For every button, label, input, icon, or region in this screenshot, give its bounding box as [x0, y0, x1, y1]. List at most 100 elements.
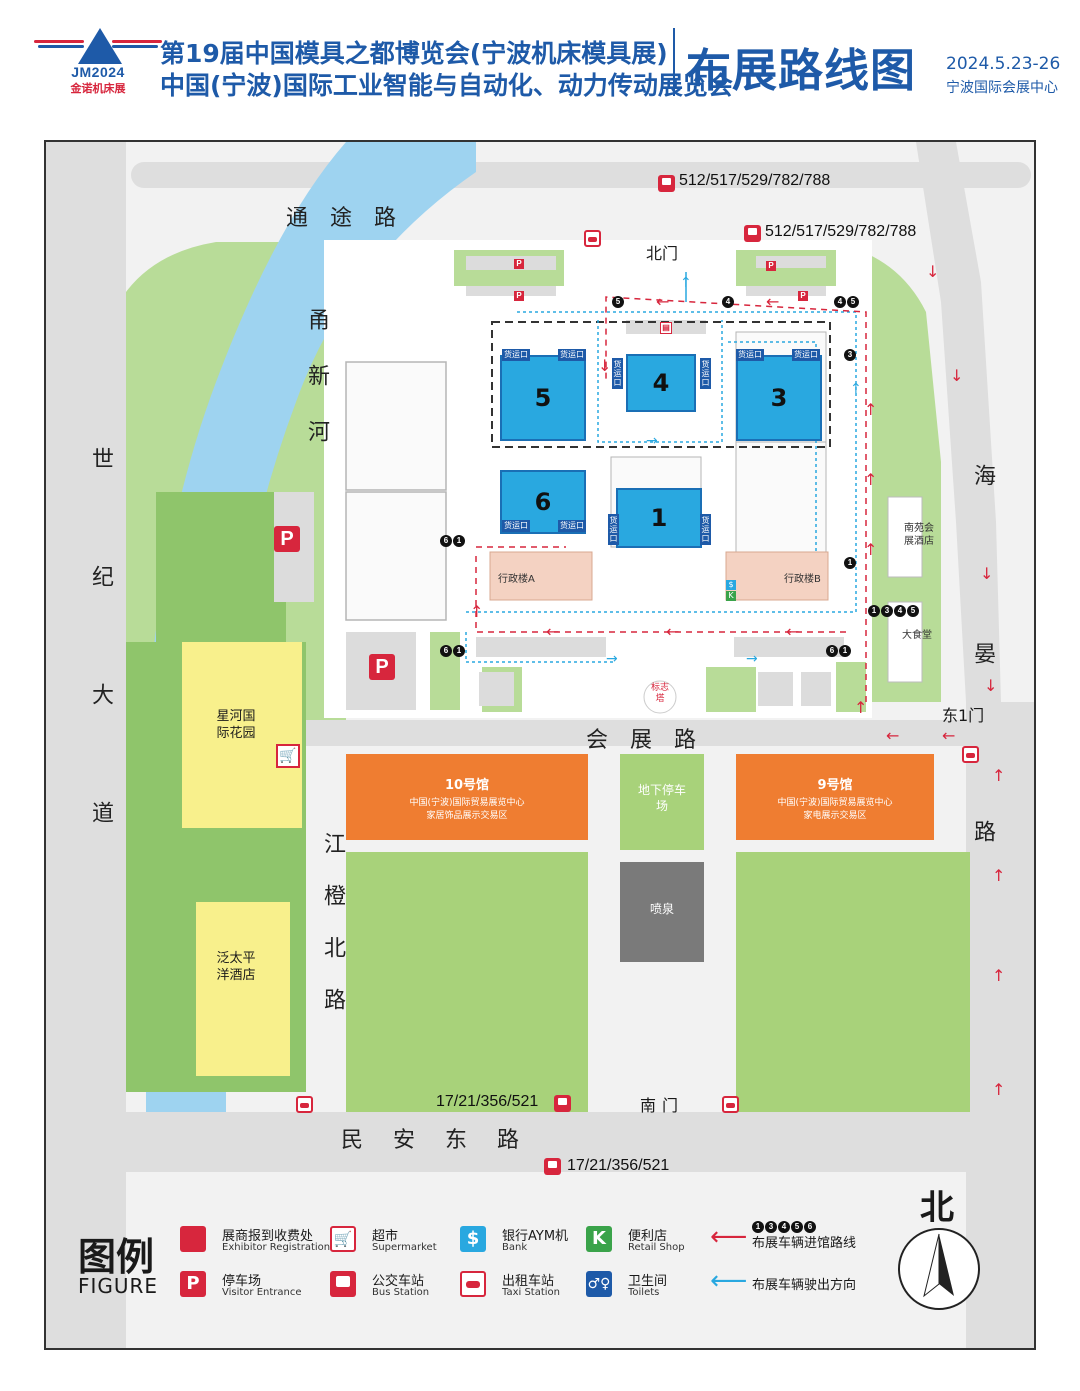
logo-triangle-icon [78, 28, 122, 64]
exit-arrow-icon: → [646, 433, 658, 449]
route-arrow-icon: ← [886, 726, 900, 745]
legend-bank-en: Bank [502, 1242, 528, 1253]
loading-dock: 货运口 [612, 358, 623, 389]
legend-supermarket-zh: 超市 [372, 1229, 399, 1244]
hall-3: 3 [736, 355, 822, 441]
parking-icon: P [180, 1271, 206, 1297]
venue-name: 宁波国际会展中心 [946, 80, 1058, 96]
hall-10: 10号馆 中国(宁波)国际贸易展览中心 家居饰品展示交易区 [346, 774, 588, 821]
route-arrow-icon: ← [656, 292, 670, 311]
legend-registration-zh: 展商报到收费处 [222, 1229, 314, 1244]
road-huizhan: 会展路 [586, 728, 719, 753]
compass-label: 北 [920, 1188, 954, 1228]
hall-10-desc2: 家居饰品展示交易区 [426, 811, 508, 821]
legend-bus-en: Bus Station [372, 1287, 430, 1298]
admin-building-a: 行政楼A [498, 574, 535, 585]
k-icon: K [726, 591, 736, 601]
road-jiangchengbei: 江橙北路 [320, 832, 345, 1040]
bus-routes-north-top: 512/517/529/782/788 [679, 172, 831, 189]
bus-icon [658, 175, 675, 192]
logo-subtitle: 金诺机床展 [70, 82, 126, 95]
hall-9-desc2: 家电展示交易区 [803, 811, 867, 821]
hall-4: 4 [626, 354, 696, 412]
underground-parking: 地下停车场 [637, 783, 686, 813]
legend-toilet-en: Toilets [628, 1287, 660, 1298]
entry-marker-4: 4 [722, 289, 735, 308]
legend-bus-zh: 公交车站 [372, 1274, 425, 1289]
bus-icon [330, 1271, 356, 1297]
legend-taxi-en: Taxi Station [502, 1287, 561, 1298]
legend-route-out: 布展车辆驶出方向 [752, 1278, 857, 1293]
legend-supermarket-en: Supermarket [372, 1242, 437, 1253]
loading-dock: 货运口 [700, 514, 711, 545]
hall-6-label: 6 [534, 488, 552, 516]
loading-dock: 货运口 [792, 349, 820, 361]
parking-icon: P [798, 291, 808, 301]
registration-icon [180, 1226, 206, 1252]
hall-5-label: 5 [534, 384, 552, 412]
entry-marker-3: 3 [844, 342, 857, 361]
route-arrow-icon: ↑ [864, 470, 878, 489]
dollar-icon: $ [726, 580, 736, 590]
parking-icon: P [274, 526, 300, 552]
canteen: 大食堂 [902, 630, 932, 641]
hall-10-name: 10号馆 [444, 778, 490, 793]
legend-registration-en: Exhibitor Registration [222, 1242, 331, 1253]
taxi-icon [460, 1271, 486, 1297]
bus-icon [744, 225, 761, 242]
road-shiji-dadao: 世纪大道 [88, 447, 113, 919]
route-out-arrow-icon: ⟵ [710, 1266, 748, 1296]
route-arrow-icon: ↓ [950, 366, 964, 385]
hall-4-label: 4 [652, 369, 670, 397]
exhibition-title-line1: 第19届中国模具之都博览会(宁波机床模具展) [160, 39, 668, 68]
route-arrow-icon: ← [942, 726, 956, 745]
gate-north: 北门 [646, 244, 679, 263]
loading-dock: 货运口 [502, 520, 530, 532]
bus-routes-south-inner: 17/21/356/521 [436, 1093, 539, 1110]
hall-5: 5 [500, 355, 586, 441]
route-arrow-icon: ↑ [992, 766, 1006, 785]
legend-subtitle: FIGURE [78, 1274, 159, 1298]
route-arrow-icon: ↓ [980, 564, 994, 583]
route-arrow-icon: ← [786, 622, 800, 641]
map-title: 布展路线图 [686, 44, 917, 97]
header-divider [673, 28, 675, 96]
loading-dock: 货运口 [608, 514, 619, 545]
fountain: 喷泉 [650, 902, 675, 916]
route-arrow-icon: ↑ [992, 1080, 1006, 1099]
exhibition-date: 2024.5.23-26 [946, 54, 1061, 74]
toilet-icon: ♂♀ [586, 1271, 612, 1297]
hall-1: 1 [616, 488, 702, 548]
legend-taxi-zh: 出租车站 [502, 1274, 555, 1289]
parking-icon: P [514, 259, 524, 269]
legend-retail-en: Retail Shop [628, 1242, 685, 1253]
route-arrow-icon: ↓ [984, 676, 998, 695]
loading-dock: 货运口 [502, 349, 530, 361]
route-arrow-icon: ↑ [864, 400, 878, 419]
loading-dock: 货运口 [700, 358, 711, 389]
route-arrow-icon: ← [546, 622, 560, 641]
route-arrow-icon: ↓ [926, 262, 940, 281]
legend-bank-zh: 银行AYM机 [502, 1229, 569, 1244]
nanyuan-hotel: 南苑会展酒店 [904, 523, 934, 547]
parking-icon: P [766, 261, 776, 271]
legend-parking-zh: 停车场 [222, 1274, 262, 1289]
hall-9: 9号馆 中国(宁波)国际贸易展览中心 家电展示交易区 [736, 774, 934, 821]
cart-icon: 🛒 [276, 744, 300, 768]
taxi-icon [722, 1096, 739, 1113]
hall-9-desc1: 中国(宁波)国际贸易展览中心 [777, 798, 893, 808]
venue-map: 通途路 甬新河 世纪大道 海晏路 会展路 江橙北路 民安东路 北门 东1门 南门… [44, 140, 1036, 1350]
pacific-hotel: 泛太平洋酒店 [216, 951, 256, 983]
entry-marker-1: 1 [844, 550, 857, 569]
landmark-tower: 标志塔 [650, 683, 669, 704]
gate-south: 南门 [640, 1096, 685, 1115]
logo-wings [34, 40, 162, 52]
route-arrow-icon: ← [666, 622, 680, 641]
legend-retail-zh: 便利店 [628, 1229, 668, 1244]
loading-dock: 货运口 [736, 349, 764, 361]
